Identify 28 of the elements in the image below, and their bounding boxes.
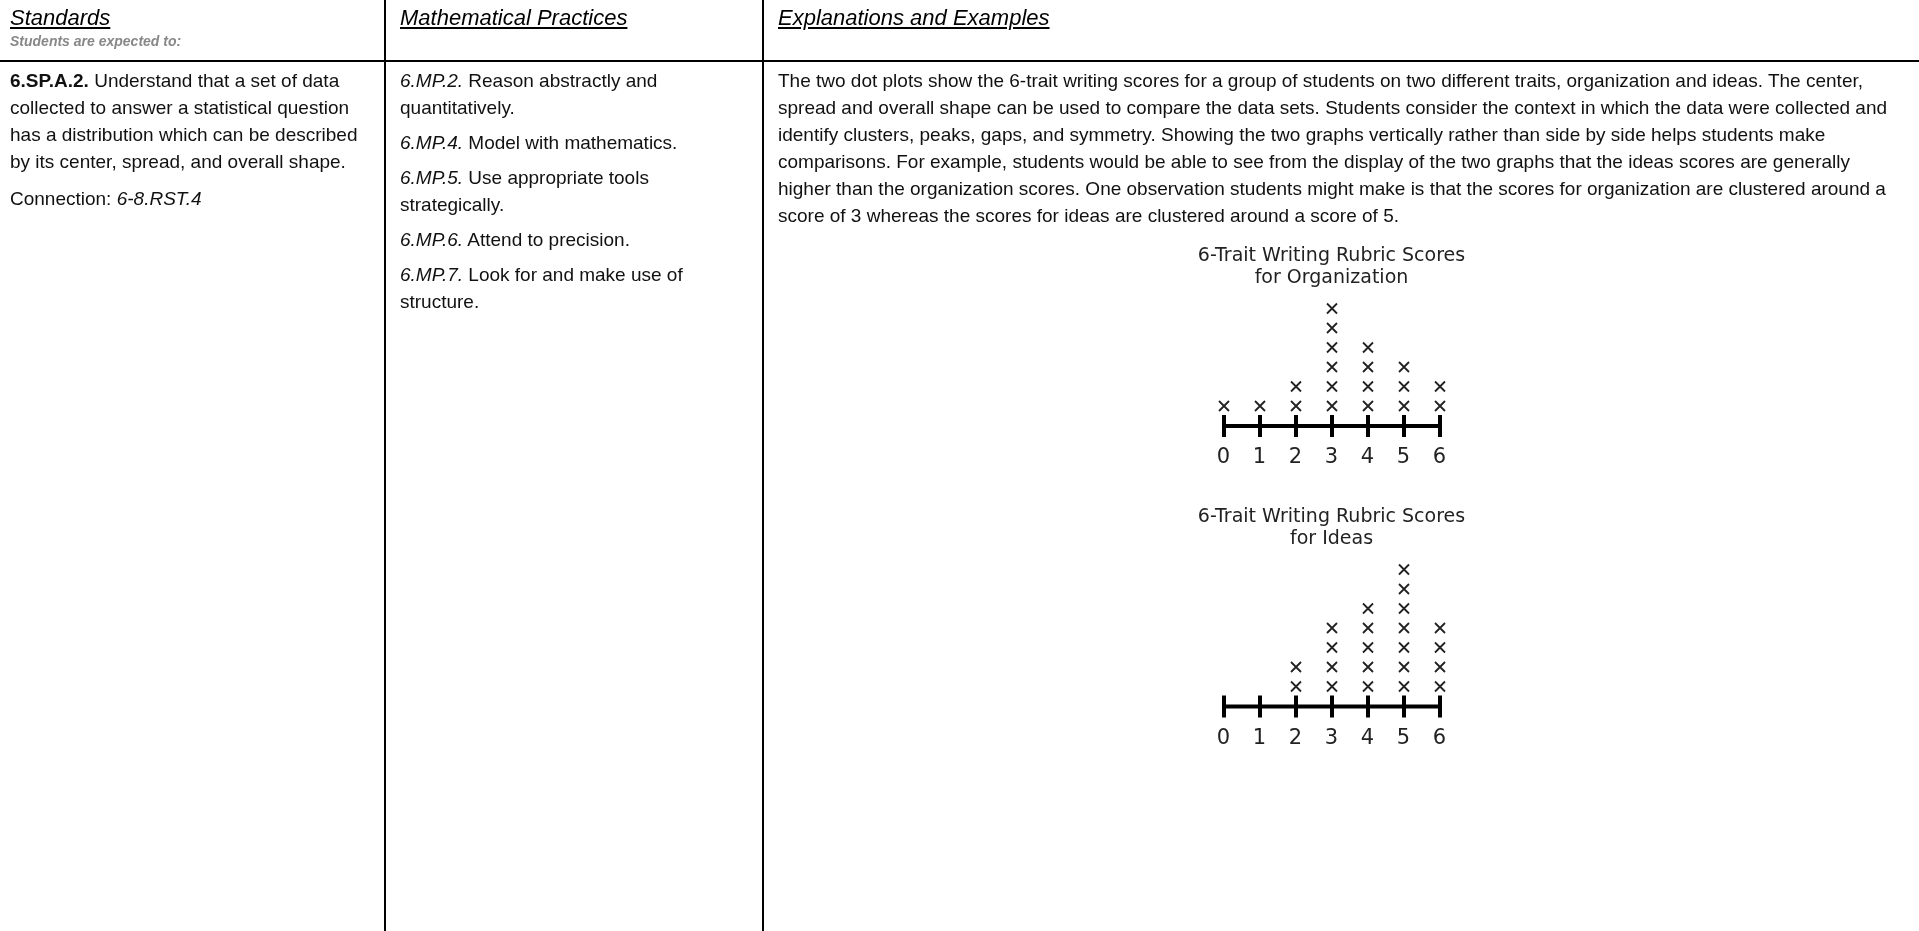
tick-label: 3 — [1323, 724, 1340, 749]
tick-label: 5 — [1395, 724, 1412, 749]
column-header: Standards — [10, 4, 112, 32]
tick-label: 0 — [1215, 724, 1232, 749]
practice-text: 6.MP.6. Attend to precision. — [400, 228, 631, 252]
column-header: Explanations and Examples — [778, 4, 1051, 32]
tick-label: 1 — [1251, 724, 1268, 749]
tick-label: 3 — [1323, 444, 1340, 468]
tick-label: 1 — [1251, 444, 1268, 468]
practice-text: 6.MP.7. Look for and make use of structure. — [400, 263, 684, 314]
standard-text: 6.SP.A.2. Understand that a set of data collected to answer a statistical question has a distribution which can be described by its center, spread, and overall shape. — [10, 69, 359, 174]
tick-label: 2 — [1287, 444, 1304, 468]
tick-label: 0 — [1215, 444, 1232, 468]
tick-label: 5 — [1395, 444, 1412, 468]
tick-label: 4 — [1359, 444, 1376, 468]
tick-label: 6 — [1431, 724, 1448, 749]
tick-label: 4 — [1359, 724, 1376, 749]
tick-label: 2 — [1287, 724, 1304, 749]
tick-label: 6 — [1431, 444, 1448, 468]
subheading: Students are expected to: — [10, 32, 183, 50]
practice-text: 6.MP.2. Reason abstractly and quantitatively. — [400, 69, 659, 120]
explanation-paragraph: The two dot plots show the 6-trait writing scores for a group of students on two different traits, organization and ideas. The center, spread and overall shape can be used to compare the data sets. Students consider the context in which the data were collected and identify clusters, peaks, gaps, and symmetry. Showing the two graphs vertically rather than side by side helps students make comparisons. For example, students would be able to see from the display of the two graphs that the ideas scores are generally higher than the organization scores. One observation students might make is that the scores for organization are clustered around a score of 3 whereas the scores for ideas are clustered around a score of 5. — [778, 69, 1889, 228]
chart-title: 6-Trait Writing Rubric Scores for Organization — [1196, 243, 1467, 287]
column-header: Mathematical Practices — [400, 4, 629, 32]
practice-text: 6.MP.4. Model with mathematics. — [400, 131, 679, 155]
connection-text: Connection: 6-8.RST.4 — [10, 187, 203, 211]
chart-title: 6-Trait Writing Rubric Scores for Ideas — [1196, 504, 1467, 548]
practice-text: 6.MP.5. Use appropriate tools strategically. — [400, 166, 650, 217]
